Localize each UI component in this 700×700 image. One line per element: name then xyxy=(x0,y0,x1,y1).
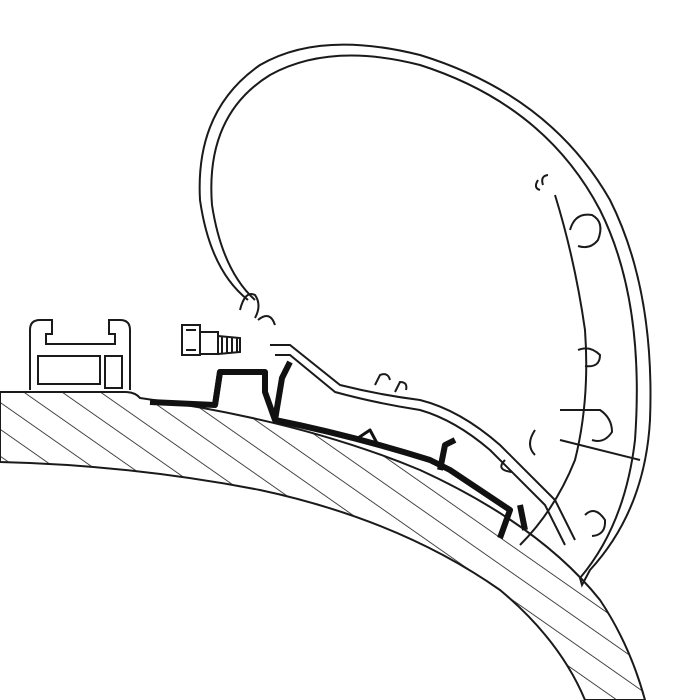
adapter-profile xyxy=(149,360,528,540)
roof-section xyxy=(0,391,647,700)
roof-rail xyxy=(29,319,131,390)
mounting-bolt xyxy=(181,324,241,356)
awning-cassette xyxy=(198,43,652,588)
